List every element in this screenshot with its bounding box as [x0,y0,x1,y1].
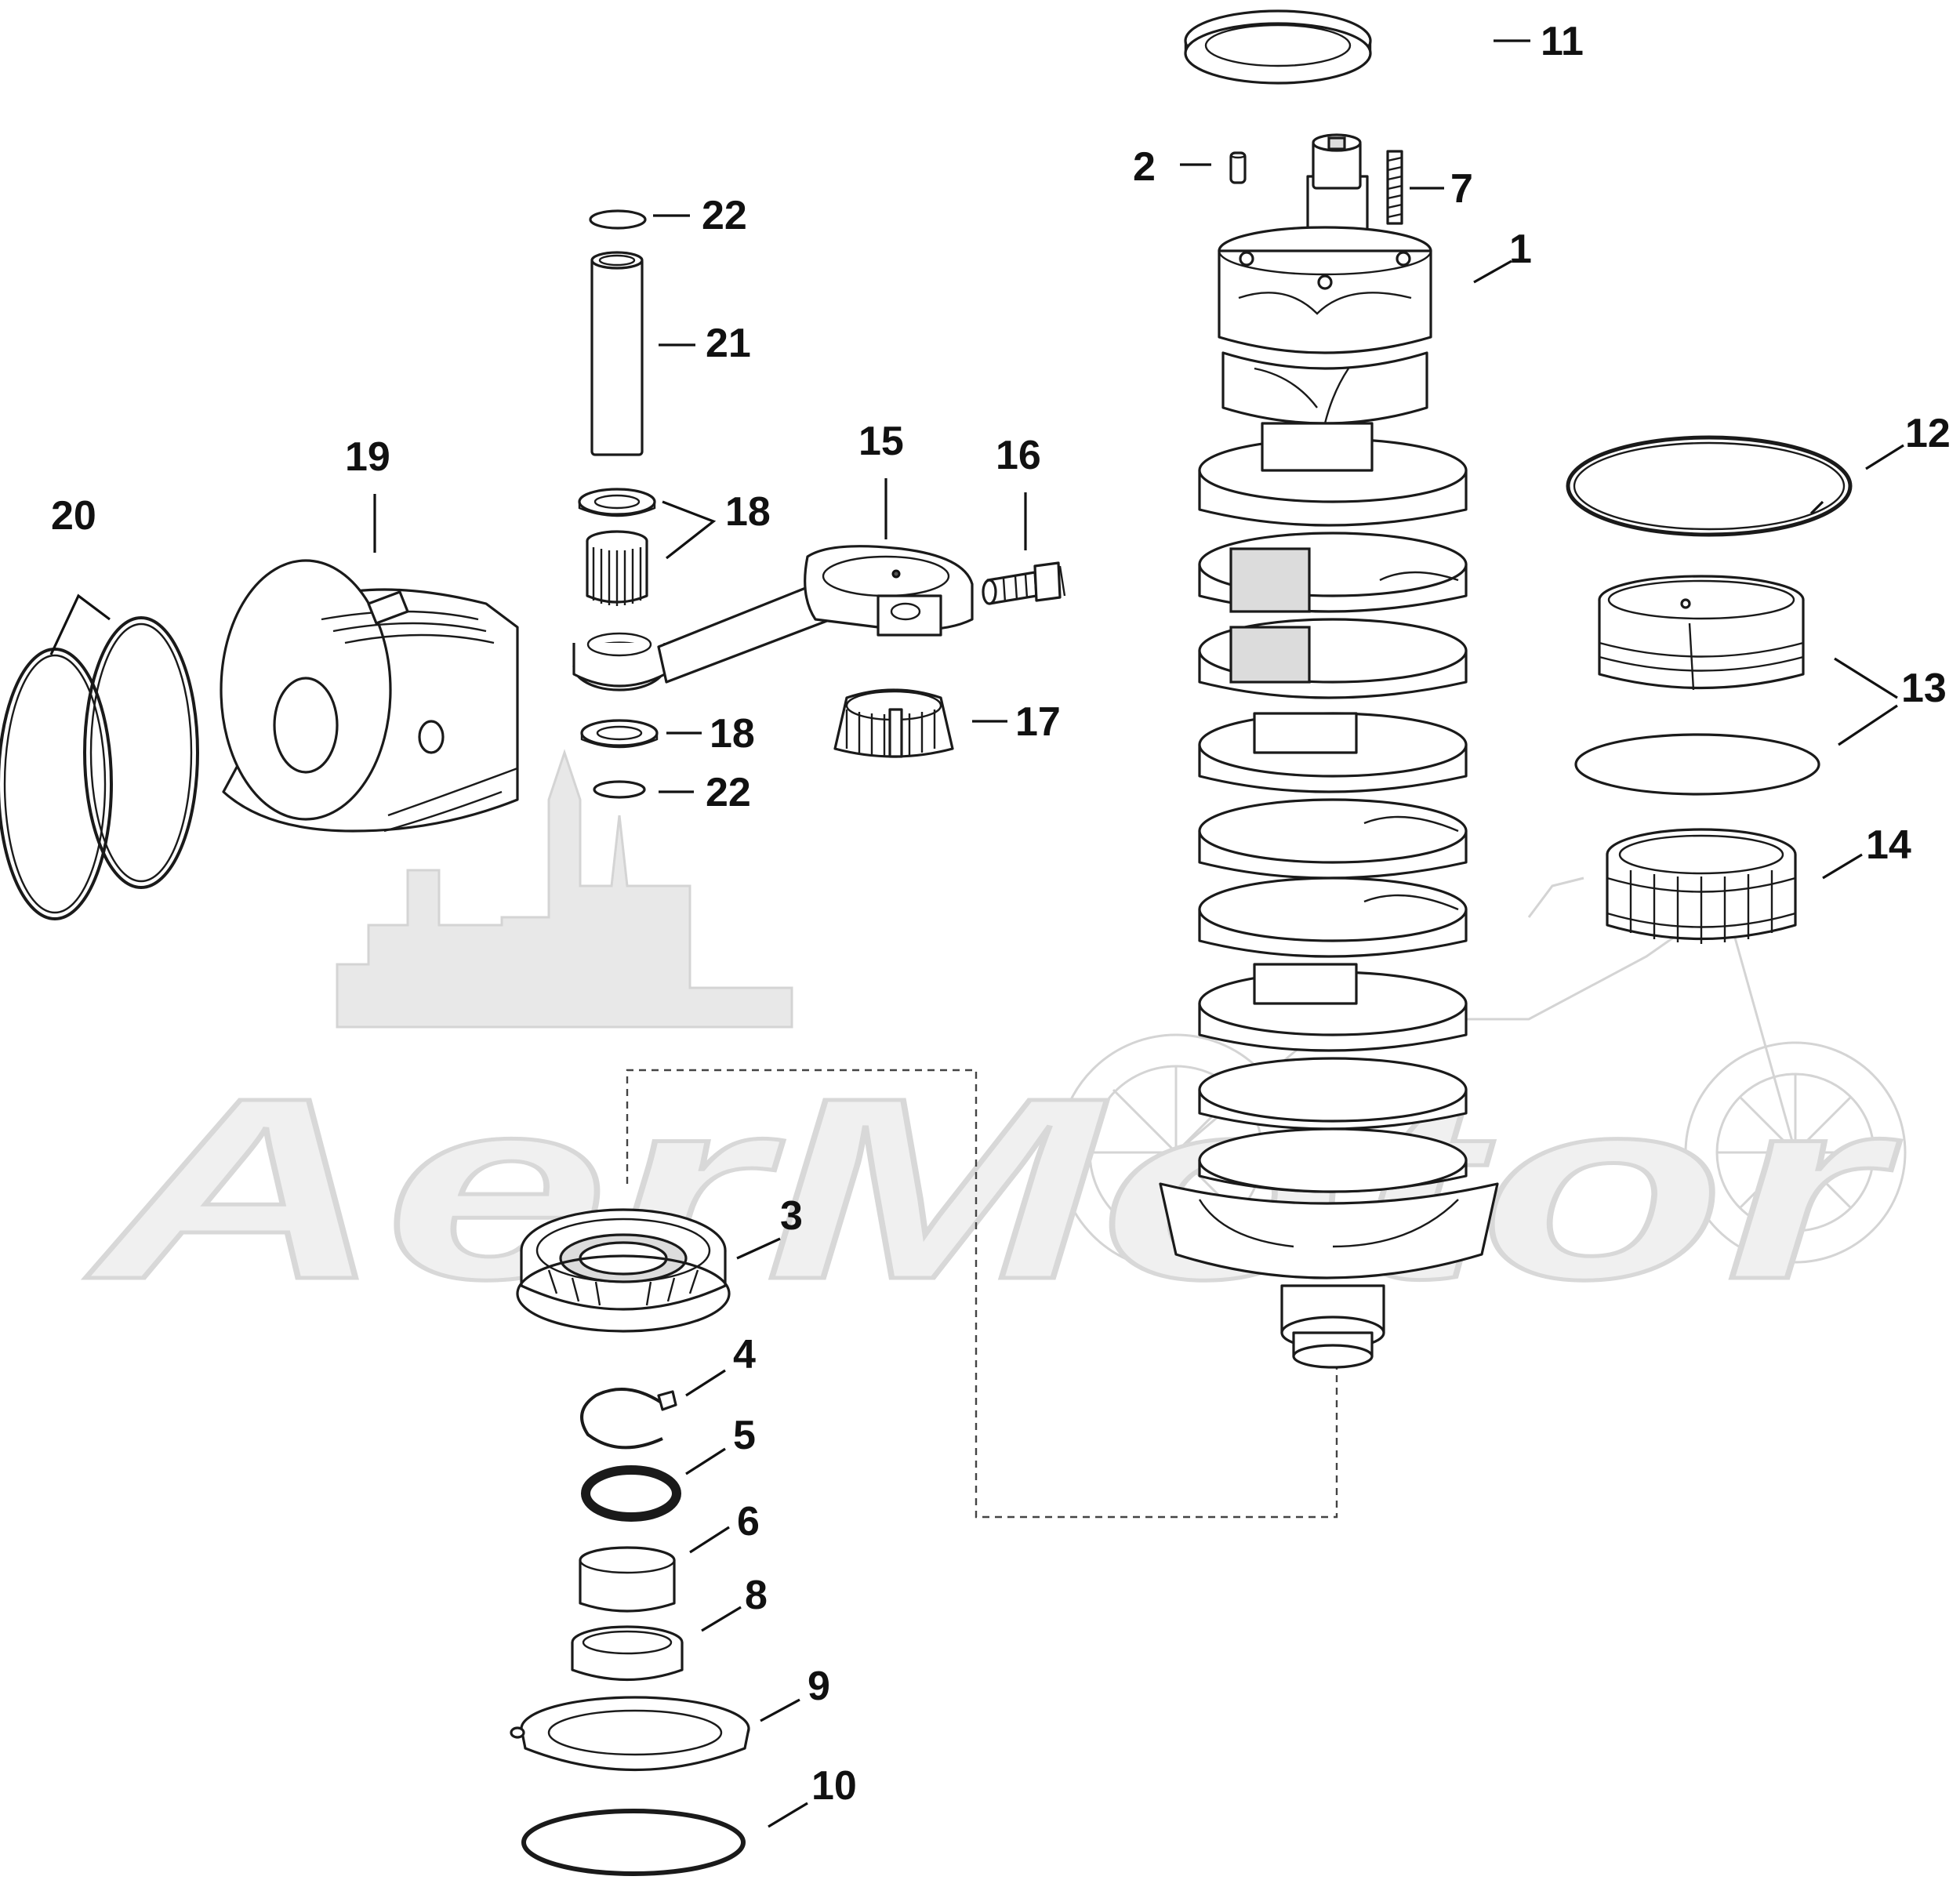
callout-10: 10 [811,1763,857,1809]
callout-16: 16 [996,433,1041,478]
part-4-snap-ring[interactable] [580,1388,677,1450]
part-18-needle-bearing[interactable] [586,530,648,606]
part-8-oil-seal[interactable] [571,1625,684,1682]
callout-14: 14 [1866,822,1911,868]
part-21-piston-pin[interactable] [590,251,644,456]
watermark-castle [336,749,793,1029]
callout-8: 8 [745,1573,768,1618]
callout-4: 4 [733,1332,756,1377]
callout-15: 15 [858,419,904,464]
callout-18-bottom: 18 [710,711,755,757]
callout-3: 3 [780,1193,803,1239]
part-5-o-ring[interactable] [581,1465,681,1522]
watermark-text: AerMotor [82,1043,1901,1333]
part-20-piston-rings[interactable] [0,616,199,920]
part-10-o-ring[interactable] [521,1809,746,1876]
callout-5: 5 [733,1413,756,1458]
callout-22-top: 22 [702,193,747,238]
callout-7: 7 [1450,166,1473,212]
callout-21: 21 [706,321,751,366]
part-1-crankshaft[interactable] [1159,133,1499,1369]
part-18-thrust-washer-top[interactable] [578,488,656,517]
part-15-connecting-rod[interactable] [572,545,974,691]
part-6-sleeve[interactable] [579,1546,676,1613]
part-11-seal-ring[interactable] [1184,9,1372,85]
watermark: AerMotor [79,749,1907,1335]
part-14-roller-bearing[interactable] [1606,828,1797,944]
part-18-thrust-washer-bottom[interactable] [580,719,659,749]
assembly-guide-lines [626,1069,1338,1519]
part-22-clip-bottom[interactable] [593,780,646,799]
part-17-split-bearing[interactable] [833,688,954,758]
part-3-main-bearing[interactable] [516,1208,731,1333]
part-7-stud[interactable] [1386,150,1403,225]
callout-19: 19 [345,434,390,480]
part-13-o-ring[interactable] [1574,733,1820,796]
callout-2: 2 [1133,144,1156,190]
part-12-snap-ring[interactable] [1566,435,1853,537]
callout-17: 17 [1015,699,1061,745]
part-16-rod-bolt[interactable] [982,561,1066,605]
callout-22-bottom: 22 [706,770,751,815]
part-19-piston[interactable] [220,559,519,833]
callout-9: 9 [808,1664,830,1709]
part-2-pin[interactable] [1229,151,1247,184]
callout-13: 13 [1901,666,1947,711]
callout-18-top: 18 [725,489,771,535]
callout-6: 6 [737,1499,760,1544]
callout-1: 1 [1509,227,1532,272]
crank-throws [1198,422,1468,1193]
part-13-bearing-race[interactable] [1598,575,1805,691]
leader-lines [49,39,1904,1828]
callout-labels: 11 2 7 1 12 13 14 22 21 15 16 18 17 18 2… [51,19,1951,1809]
callout-20: 20 [51,493,96,539]
callout-11: 11 [1541,19,1584,64]
callout-12: 12 [1905,411,1951,456]
part-9-seal-carrier[interactable] [510,1696,750,1772]
part-22-clip-top[interactable] [589,209,647,230]
